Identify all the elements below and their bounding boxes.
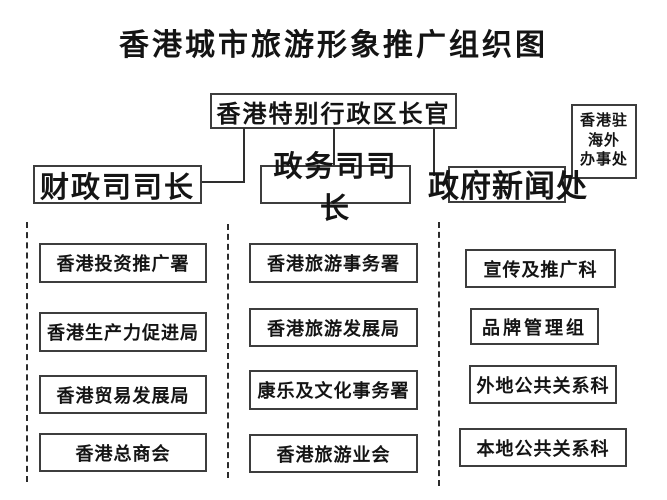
node-overseas-public-relations-division: 外地公共关系科 — [469, 365, 617, 404]
node-invest-hk: 香港投资推广署 — [39, 243, 207, 283]
dashed-separator-right — [438, 222, 440, 486]
connector-root-to-financial-secretary-vertical — [243, 128, 245, 183]
node-overseas-offices: 香港驻 海外 办事处 — [571, 104, 637, 179]
node-tourism-commission: 香港旅游事务署 — [249, 243, 418, 283]
branch-information-services-label: 政府新闻处 — [428, 169, 588, 204]
branch-chief-secretary: 政务司司长 — [260, 151, 411, 225]
node-publicity-promotion-division: 宣传及推广科 — [465, 249, 616, 288]
node-leisure-cultural-services-dept: 康乐及文化事务署 — [249, 370, 418, 410]
node-chief-executive: 香港特别行政区长官 — [210, 93, 457, 129]
connector-root-to-chief-secretary — [333, 128, 335, 165]
dashed-separator-left — [26, 222, 28, 482]
node-hk-tourism-board: 香港旅游发展局 — [249, 308, 418, 347]
page-title: 香港城市旅游形象推广组织图 — [119, 29, 548, 62]
branch-financial-secretary: 财政司司长 — [33, 165, 202, 204]
node-hk-trade-development-council: 香港贸易发展局 — [39, 375, 207, 414]
node-hk-productivity-council: 香港生产力促进局 — [39, 312, 207, 352]
node-hk-general-chamber-of-commerce: 香港总商会 — [39, 433, 207, 472]
connector-root-to-financial-secretary-horizontal — [202, 181, 245, 183]
node-brand-management-unit: 品牌管理组 — [470, 308, 599, 345]
branch-information-services-box — [448, 166, 566, 203]
node-travel-industry-council: 香港旅游业会 — [249, 434, 418, 473]
dashed-separator-middle — [227, 224, 229, 478]
node-local-public-relations-division: 本地公共关系科 — [459, 428, 627, 467]
connector-root-to-information-services — [433, 128, 435, 176]
